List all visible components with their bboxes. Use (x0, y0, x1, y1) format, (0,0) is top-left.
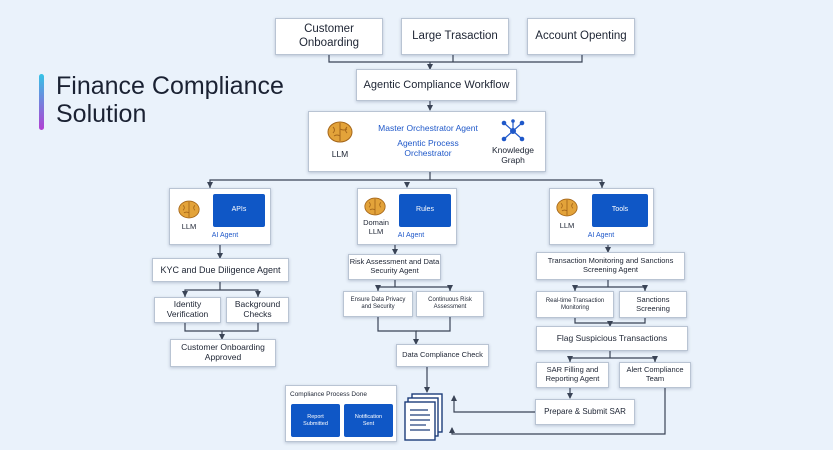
rules-block: Rules (399, 194, 451, 227)
kyc-agent-box: KYC and Due Diligence Agent (152, 258, 289, 282)
orchestrator-llm-label: LLM (331, 149, 349, 159)
continuous-risk-box: Continuous Risk Assessment (416, 291, 484, 317)
alert-compliance-box: Alert Compliance Team (619, 362, 691, 388)
agent-llm-label: Domain LLM (363, 218, 389, 236)
page-title: Finance Compliance Solution (56, 72, 284, 128)
agent-llm-label: LLM (559, 221, 575, 230)
risk-agent-box: Risk Assessment and Data Security Agent (348, 254, 441, 280)
notification-sent-block: Notification Sent (344, 404, 393, 437)
brain-icon (556, 198, 578, 217)
ai-agent-label: AI Agent (211, 232, 239, 239)
agent-card-risk: Domain LLM Rules AI Agent (357, 188, 457, 245)
knowledge-graph-icon (501, 119, 525, 142)
prepare-submit-sar-box: Prepare & Submit SAR (535, 399, 635, 425)
transaction-monitoring-agent-box: Transaction Monitoring and Sanctions Scr… (536, 252, 685, 280)
identity-verification-box: Identity Verification (154, 297, 221, 323)
apis-block: APIs (213, 194, 265, 227)
background-checks-box: Background Checks (226, 297, 289, 323)
sanctions-screening-box: Sanctions Screening (619, 291, 687, 318)
compliance-done-title: Compliance Process Done (290, 391, 367, 398)
orchestrator-title: Master Orchestrator Agent (378, 123, 478, 133)
flag-suspicious-box: Flag Suspicious Transactions (536, 326, 688, 351)
compliance-done-panel: Compliance Process Done Report Submitted… (285, 385, 397, 442)
ensure-privacy-box: Ensure Data Privacy and Security (343, 291, 413, 317)
agent-llm-label: LLM (181, 222, 197, 231)
brain-icon (178, 200, 200, 219)
knowledge-graph-label: Knowledge Graph (491, 145, 535, 165)
document-stack-icon (404, 393, 443, 441)
customer-onboarding-approved-box: Customer Onboarding Approved (170, 339, 276, 367)
orchestrator-box: LLM Master Orchestrator Agent Agentic Pr… (308, 111, 546, 172)
orchestrator-subtitle: Agentic Process Orchestrator (397, 138, 459, 158)
trigger-customer-onboarding: Customer Onboarding (275, 18, 383, 55)
title-accent-bar (39, 74, 44, 130)
sar-filling-box: SAR Filling and Reporting Agent (536, 362, 609, 388)
agent-card-transaction: LLM Tools AI Agent (549, 188, 654, 245)
trigger-account-opening: Account Openting (527, 18, 635, 55)
ai-agent-label: AI Agent (397, 232, 425, 239)
agent-card-kyc: LLM APIs AI Agent (169, 188, 271, 245)
data-compliance-check-box: Data Compliance Check (396, 344, 489, 367)
brain-icon (364, 197, 386, 216)
page-title-line1: Finance Compliance (56, 72, 284, 100)
page-title-line2: Solution (56, 100, 147, 128)
realtime-monitoring-box: Real-time Transaction Monitoring (536, 291, 614, 318)
brain-icon (327, 121, 353, 143)
tools-block: Tools (592, 194, 648, 227)
trigger-large-transaction: Large Trasaction (401, 18, 509, 55)
ai-agent-label: AI Agent (587, 232, 615, 239)
report-submitted-block: Report Submitted (291, 404, 340, 437)
workflow-box: Agentic Compliance Workflow (356, 69, 517, 101)
